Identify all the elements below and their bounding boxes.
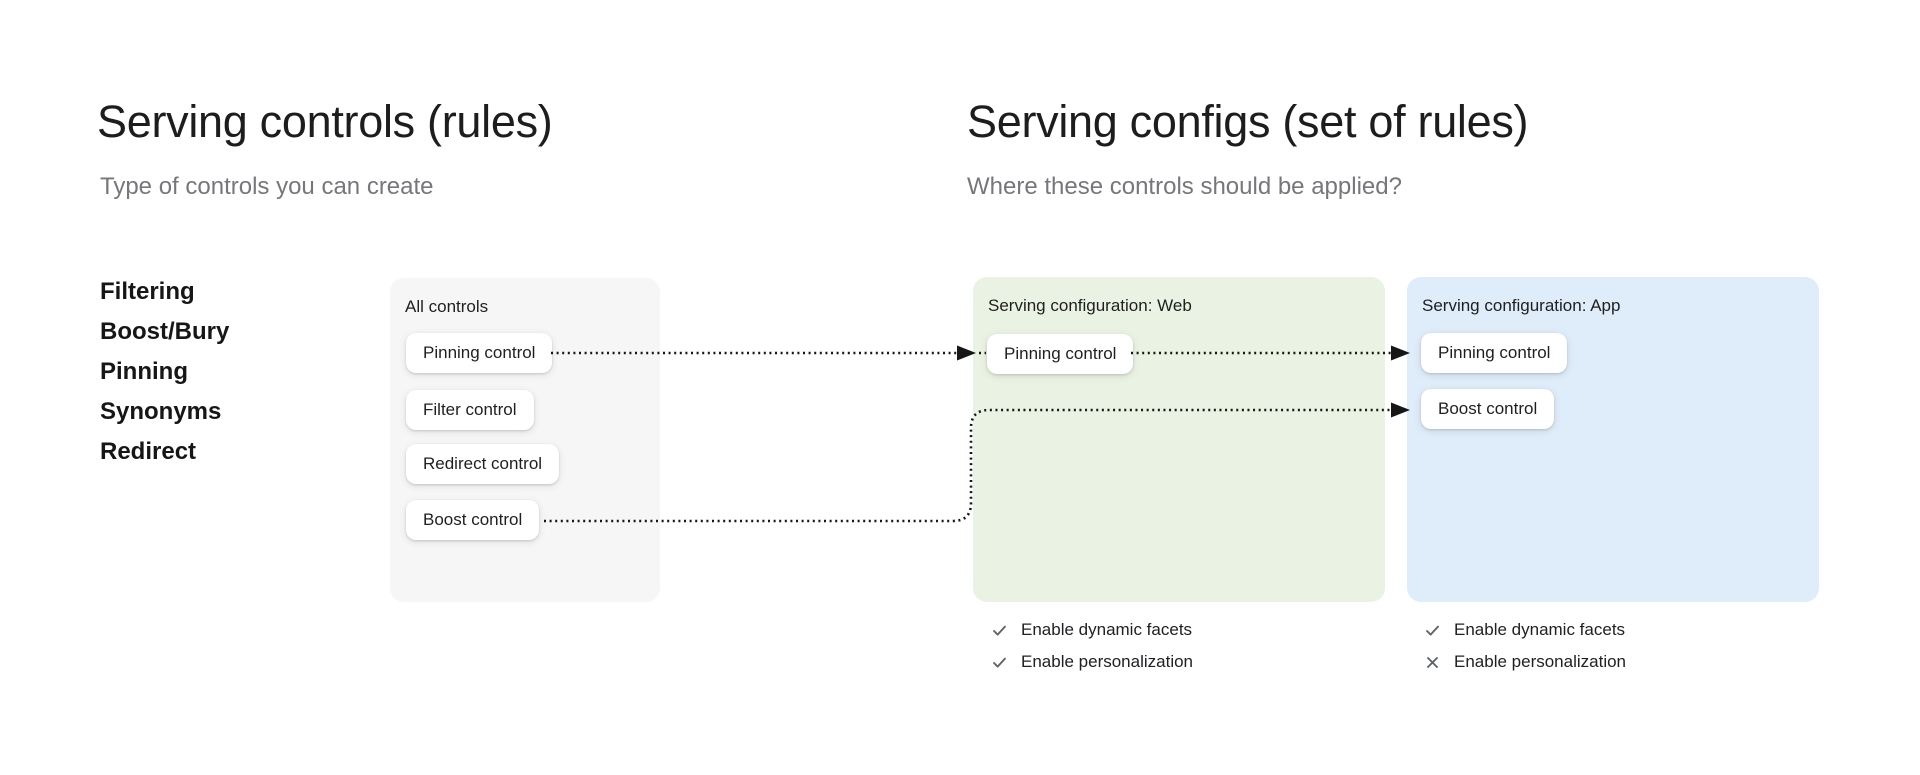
filter-control-chip[interactable]: Filter control [406, 390, 534, 430]
right-title: Serving configs (set of rules) [967, 96, 1529, 147]
serving-config-web-card: Serving configuration: Web [973, 277, 1385, 602]
redirect-control-chip[interactable]: Redirect control [406, 444, 560, 484]
all-controls-card-label: All controls [405, 297, 489, 316]
left-subtitle: Type of controls you can create [100, 173, 434, 200]
control-type-list: Filtering Boost/Bury Pinning Synonyms Re… [100, 272, 229, 472]
right-subtitle: Where these controls should be applied? [967, 173, 1402, 200]
control-type-boost-bury: Boost/Bury [100, 318, 230, 345]
web-card-label: Serving configuration: Web [988, 296, 1192, 315]
check-icon [993, 625, 1006, 636]
footer-label: Enable personalization [1454, 652, 1627, 671]
footer-label: Enable personalization [1021, 652, 1194, 671]
pinning-control-chip-all[interactable]: Pinning control [406, 333, 553, 373]
x-icon [1427, 656, 1438, 668]
control-type-pinning: Pinning [100, 358, 188, 385]
footer-label: Enable dynamic facets [1454, 620, 1626, 639]
control-type-redirect: Redirect [100, 438, 197, 465]
pinning-control-chip-app[interactable]: Pinning control [1421, 333, 1568, 373]
control-type-filtering: Filtering [100, 278, 195, 305]
serving-config-app-card: Serving configuration: App [1407, 277, 1819, 602]
pinning-control-chip-web[interactable]: Pinning control [987, 334, 1134, 374]
check-icon [993, 657, 1006, 668]
boost-control-chip-app[interactable]: Boost control [1421, 389, 1555, 429]
web-footer-dynamic-facets: Enable dynamic facets [991, 620, 1192, 640]
footer-label: Enable dynamic facets [1021, 620, 1193, 639]
app-card-label: Serving configuration: App [1422, 296, 1621, 315]
all-controls-card: All controls [390, 278, 660, 602]
app-footer-personalization: Enable personalization [1424, 652, 1626, 672]
boost-control-chip-all[interactable]: Boost control [406, 500, 540, 540]
check-icon [1426, 625, 1439, 636]
app-footer-dynamic-facets: Enable dynamic facets [1424, 620, 1625, 640]
control-type-synonyms: Synonyms [100, 398, 222, 425]
web-footer-personalization: Enable personalization [991, 652, 1193, 672]
left-title: Serving controls (rules) [97, 96, 553, 147]
